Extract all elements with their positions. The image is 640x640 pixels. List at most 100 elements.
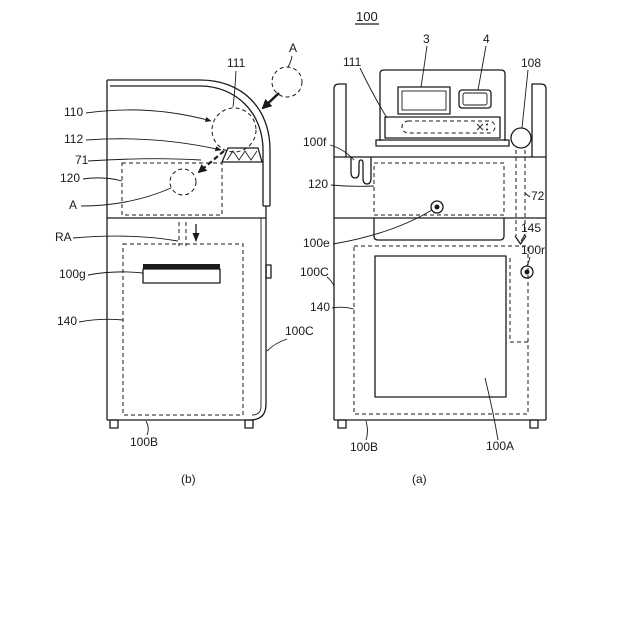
panel-base-plate (376, 140, 509, 146)
label-100f: 100f (303, 135, 327, 149)
view-b: A 111 110 112 71 120 A RA 100g 140 100C … (55, 41, 314, 486)
left-side-and-ear (334, 84, 346, 420)
indicator-100r-dot (525, 270, 530, 275)
slot-housing (385, 117, 500, 138)
foot-left (338, 420, 346, 428)
leader-120 (83, 178, 122, 181)
slot-mark-dot-bottom (486, 129, 488, 131)
display-screen-inner (402, 91, 446, 110)
indicator-100e (431, 201, 443, 213)
insert-arrow (263, 93, 279, 108)
figure-number: 100 (355, 9, 379, 24)
label-108: 108 (521, 56, 541, 70)
leader-140 (79, 319, 123, 322)
leader-3 (421, 46, 427, 87)
dashed-circle-a-outside (272, 67, 302, 97)
label-100c: 100C (300, 265, 329, 279)
leader-140 (332, 307, 354, 309)
slot-100g (143, 264, 220, 283)
caption-a: (a) (412, 472, 427, 486)
leader-100a (485, 378, 498, 440)
label-ra: RA (55, 230, 72, 244)
leader-112 (86, 139, 221, 150)
body-lower-right-edge (250, 218, 266, 420)
view-b-labels: A 111 110 112 71 120 A RA 100g 140 100C … (55, 41, 314, 486)
hook-100f (351, 157, 371, 184)
view-b-body (107, 80, 271, 428)
dashed-box-140 (354, 246, 528, 414)
foot-left (110, 420, 118, 428)
label-100g: 100g (59, 267, 86, 281)
label-72: 72 (531, 189, 545, 203)
cover-outer-edge (107, 80, 270, 206)
label-100b: 100B (350, 440, 378, 454)
caption-b: (b) (181, 472, 196, 486)
path-ra (179, 222, 196, 246)
label-140: 140 (310, 300, 330, 314)
label-140: 140 (57, 314, 77, 328)
leader-a-top (288, 56, 292, 67)
leader-100c (267, 339, 287, 351)
view-a: 3 4 111 108 100f 120 72 145 100e 100r 10… (300, 32, 546, 486)
leader-120 (331, 185, 374, 186)
leader-72 (525, 193, 530, 197)
label-a-inner: A (69, 198, 77, 212)
dashed-circle-a-inside (170, 169, 196, 195)
label-4: 4 (483, 32, 490, 46)
label-120: 120 (308, 177, 328, 191)
label-111: 111 (343, 55, 362, 69)
label-3: 3 (423, 32, 430, 46)
foot-right (245, 420, 253, 428)
label-100a: 100A (486, 439, 514, 453)
panel-outline (380, 70, 505, 141)
view-b-leaders (73, 56, 292, 435)
leader-100b (366, 421, 368, 440)
dashed-circle-110 (212, 108, 256, 152)
label-a-top: A (289, 41, 297, 55)
label-120: 120 (60, 171, 80, 185)
cover-lower-step (263, 206, 270, 218)
foot-right (530, 420, 538, 428)
door-100a (375, 256, 506, 397)
slot-marks (477, 124, 488, 131)
operation-panel (376, 70, 509, 146)
body-lower-right-inner-edge (252, 218, 261, 415)
leader-111 (360, 68, 387, 118)
label-111: 111 (227, 56, 246, 70)
label-100r: 100r (521, 243, 545, 257)
panel-button-inner (463, 93, 487, 105)
label-100b: 100B (130, 435, 158, 449)
dashed-arrow-71 (199, 151, 224, 172)
part-112 (222, 148, 262, 162)
leader-100b (146, 421, 148, 435)
label-100e: 100e (303, 236, 330, 250)
label-100c: 100C (285, 324, 314, 338)
label-112: 112 (64, 132, 83, 146)
leader-110 (86, 110, 211, 121)
label-110: 110 (64, 105, 83, 119)
dashed-slot-111 (402, 121, 495, 133)
slot-mark-dot-top (486, 124, 488, 126)
leader-71 (88, 159, 201, 161)
leader-ra (73, 236, 178, 241)
leader-108 (522, 70, 528, 128)
dashed-box-120 (122, 163, 222, 215)
leader-100g (88, 272, 143, 275)
leader-111 (233, 71, 236, 107)
figure-number-text: 100 (356, 9, 378, 24)
view-a-leaders (327, 46, 530, 440)
part-108-circle (511, 128, 531, 148)
drawer-face (374, 218, 504, 240)
indicator-100e-dot (435, 205, 440, 210)
leader-4 (478, 46, 486, 90)
label-71: 71 (75, 153, 89, 167)
slot-body (143, 269, 220, 283)
indicator-100r (521, 266, 533, 278)
leader-a-inner (81, 188, 171, 206)
view-a-labels: 3 4 111 108 100f 120 72 145 100e 100r 10… (300, 32, 545, 486)
label-145: 145 (521, 221, 541, 235)
cover-inner-edge (110, 86, 263, 206)
slot-top-bar (143, 264, 220, 269)
slot-mark-cross (477, 124, 483, 130)
